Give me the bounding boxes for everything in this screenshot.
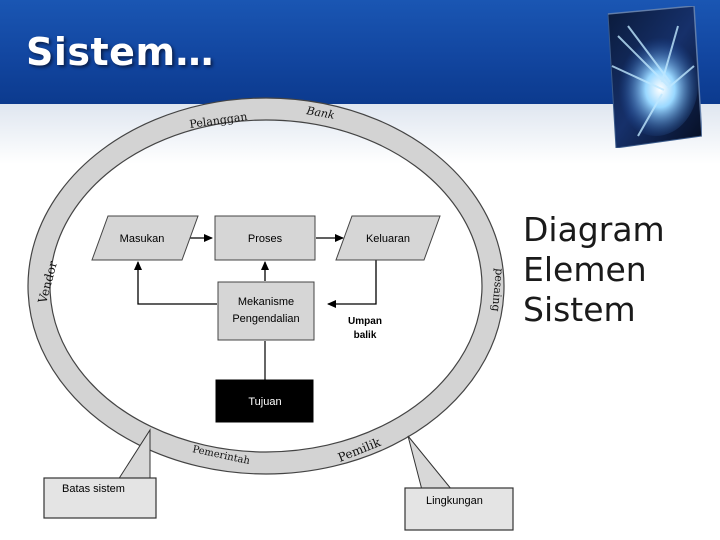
batas-sistem-label: Batas sistem [62, 483, 125, 495]
mekanisme-box [217, 281, 315, 341]
ring-label-bank: Bank [304, 104, 336, 122]
lingkungan-label: Lingkungan [426, 495, 483, 507]
mekanisme-label-line2: Pengendalian [232, 313, 299, 325]
proses-box [214, 215, 316, 261]
boundary-ring [27, 97, 505, 475]
masukan-box [91, 215, 199, 261]
side-caption-line: Sistem [523, 290, 636, 329]
proses-label: Proses [248, 233, 283, 245]
feedback-line [327, 259, 377, 308]
side-caption-line: Elemen [523, 250, 647, 289]
logo-image [607, 6, 702, 148]
lingkungan-pointer [407, 435, 454, 491]
tujuan-box [215, 379, 314, 423]
side-caption: Diagram Elemen Sistem [523, 210, 713, 330]
side-caption-line: Diagram [523, 210, 665, 249]
slide-header [0, 0, 720, 104]
keluaran-label: Keluaran [366, 233, 410, 245]
masukan-label: Masukan [120, 233, 165, 245]
umpan-balik-line2: balik [354, 330, 377, 341]
umpan-balik-line1: Umpan [348, 316, 382, 327]
ring-label-pesaing: pesaing [489, 268, 506, 312]
lingkungan-box [404, 487, 514, 531]
keluaran-box [335, 215, 441, 261]
mekanisme-label-line1: Mekanisme [238, 296, 294, 308]
tujuan-label: Tujuan [248, 396, 281, 408]
slide-title: Sistem… [26, 30, 215, 74]
control-to-input-line [134, 261, 217, 305]
batas-sistem-box [43, 477, 157, 519]
